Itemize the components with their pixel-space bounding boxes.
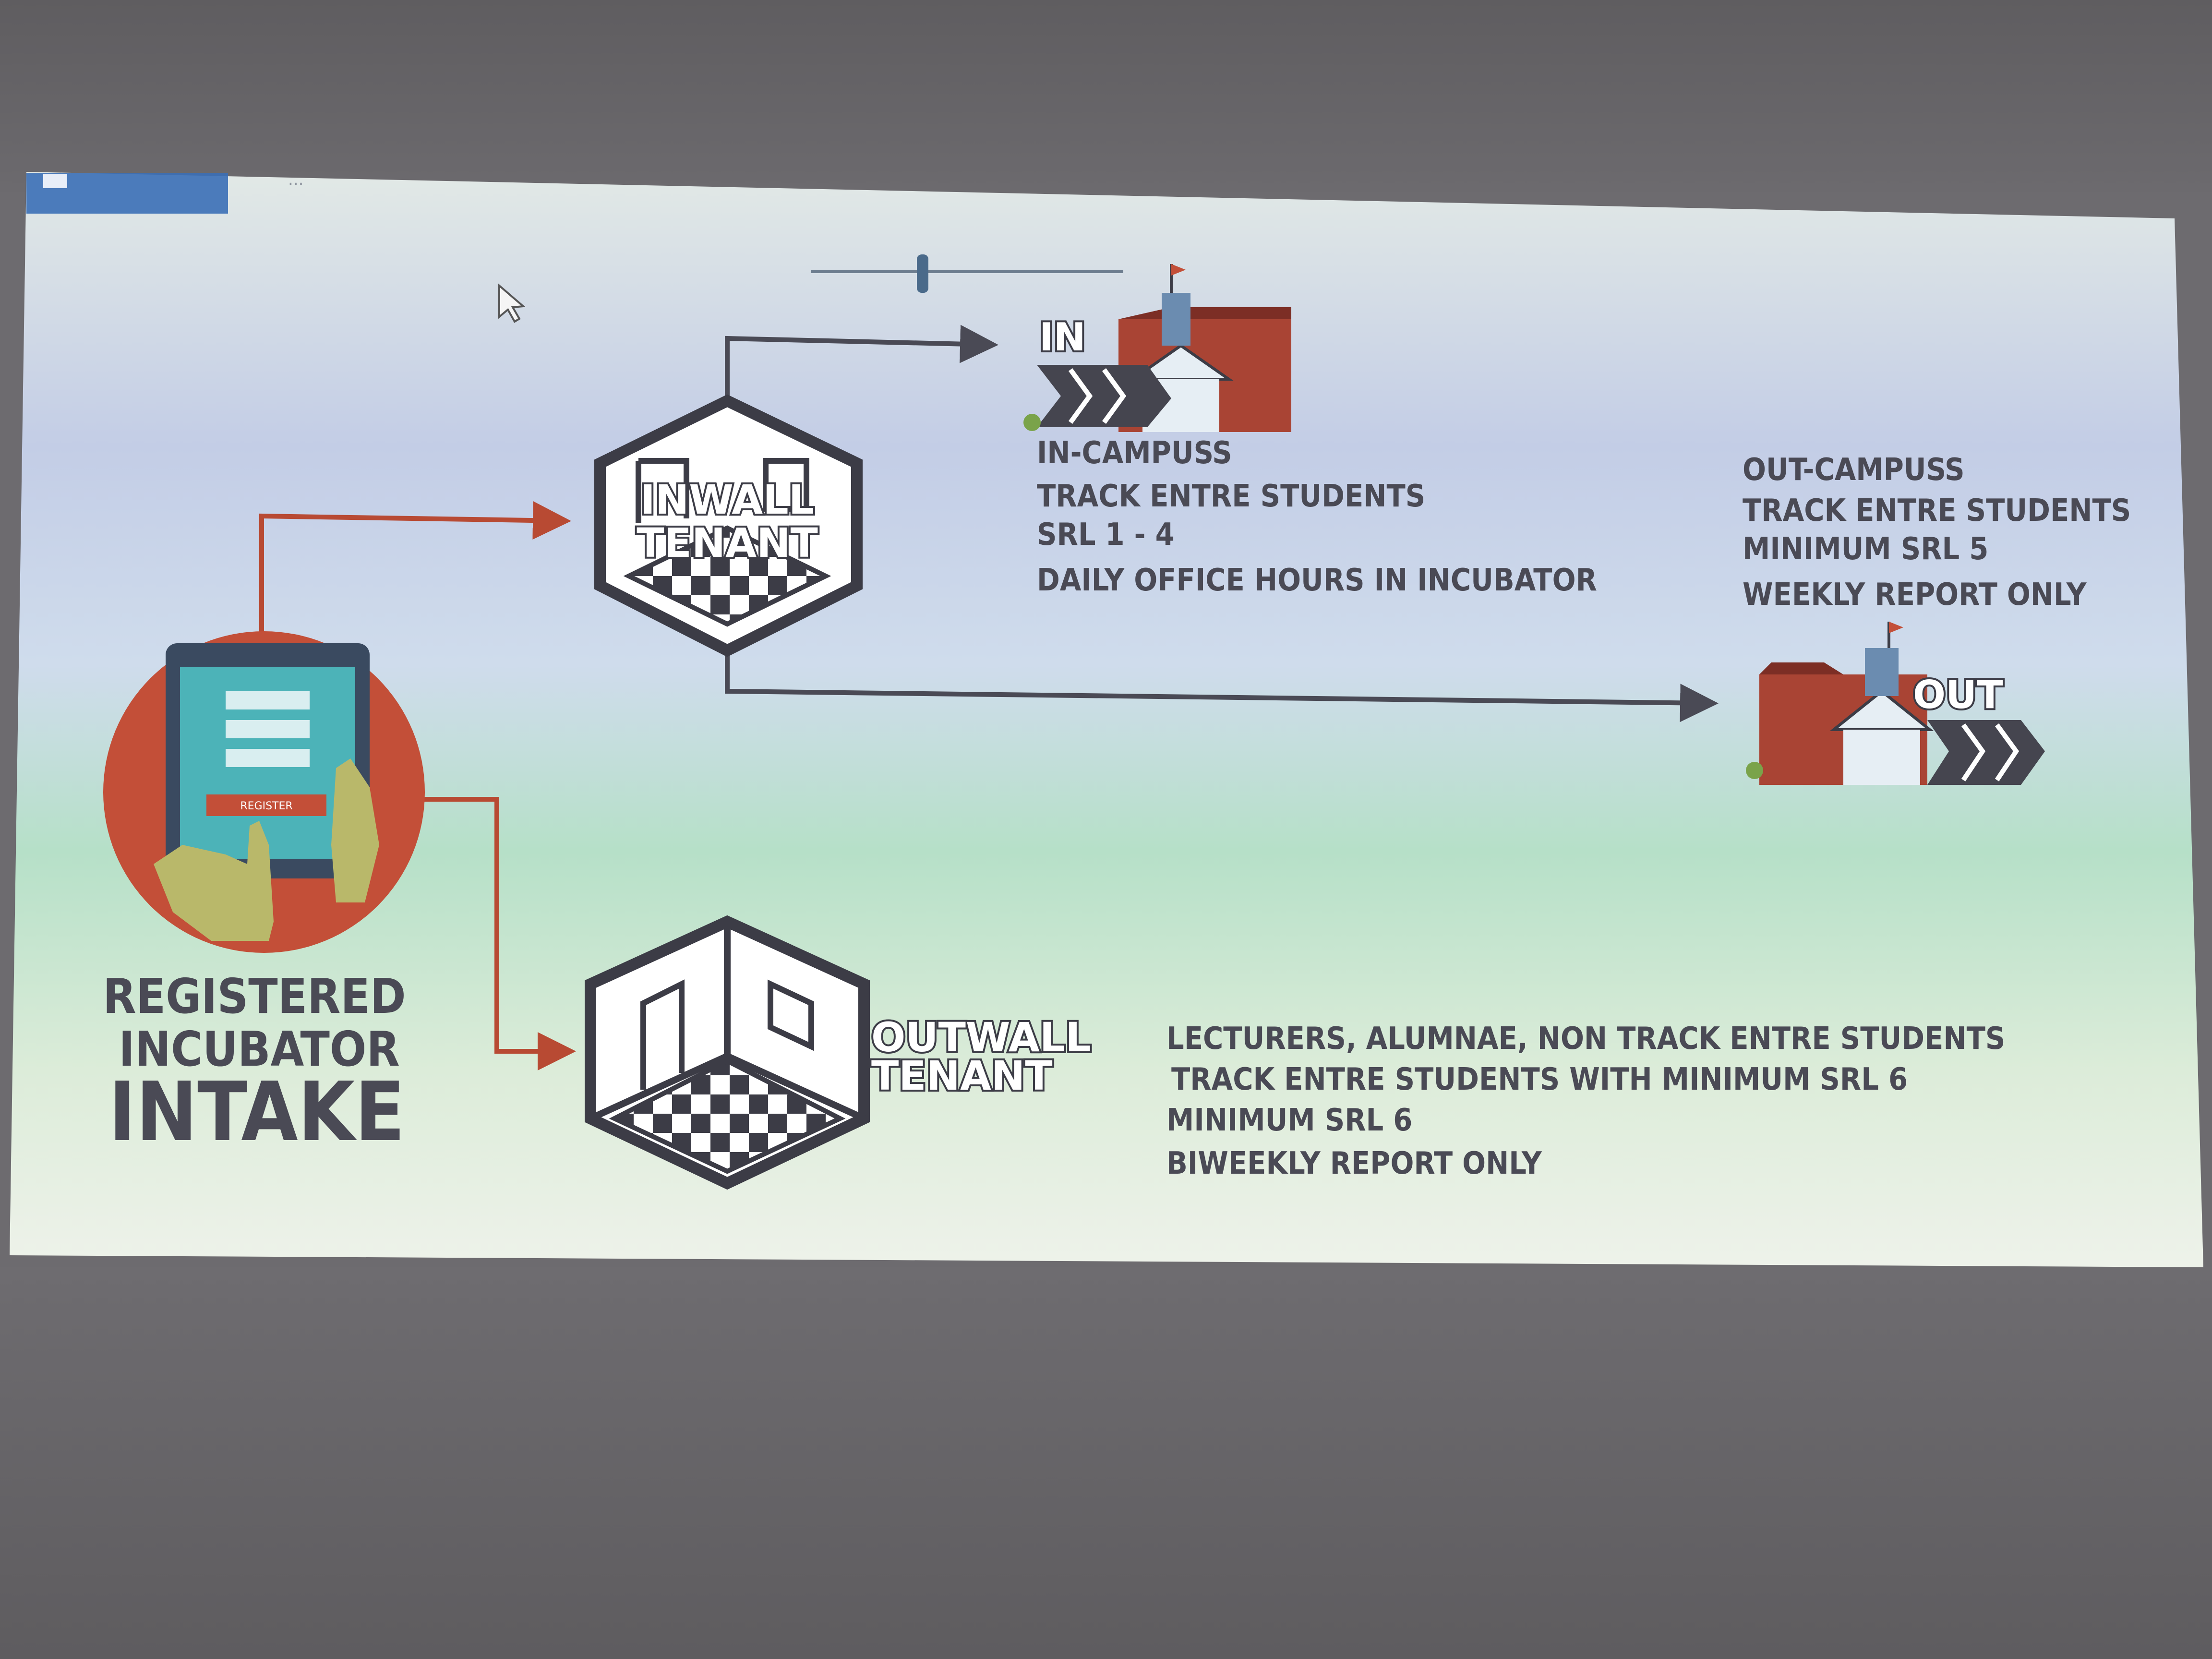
- inwall-floor-checker: [623, 525, 831, 627]
- in-building-flag-icon: [1171, 264, 1186, 276]
- arrow-intake-to-outwall: [420, 797, 576, 1070]
- out-building-flag-icon: [1889, 622, 1903, 633]
- out-building-roof: [1759, 662, 1843, 674]
- inwall-label-line2: TENANT: [637, 519, 818, 566]
- in-campus-line1: TRACK ENTRE STUDENTS: [1037, 479, 1425, 514]
- outwall-label-line2: TENANT: [871, 1052, 1053, 1099]
- mouse-pointer-icon: [498, 283, 526, 323]
- in-chevron-stripes-2: [1102, 368, 1127, 424]
- outwall-info-line1: LECTURERS, ALUMNAE, NON TRACK ENTRE STUD…: [1166, 1021, 2005, 1057]
- out-campus-line1: TRACK ENTRE STUDENTS: [1743, 493, 2131, 529]
- form-field-2: [226, 720, 310, 738]
- tablet-register-button-label: REGISTER: [240, 800, 292, 812]
- in-campus-building-icon: [1023, 264, 1291, 432]
- outwall-door-icon: [640, 979, 685, 1090]
- toolbar-menu-label[interactable]: ...: [288, 170, 303, 189]
- outwall-cube-inner-corner: [589, 922, 866, 1122]
- out-bush-icon: [1746, 762, 1763, 779]
- out-chevron-arrow-icon: [1927, 720, 2045, 785]
- out-campus-line3: WEEKLY REPORT ONLY: [1743, 577, 2087, 613]
- inwall-tenant-icon: [594, 394, 863, 657]
- out-chevron-stripes: [1961, 723, 1986, 781]
- room-wall-bottom: [0, 1267, 2212, 1659]
- inwall-door-icon: [636, 458, 689, 523]
- in-building-tower: [1162, 293, 1190, 346]
- intake-label-line3: INTAKE: [108, 1065, 405, 1160]
- zoom-slider-track[interactable]: [811, 270, 1123, 273]
- inwall-label-line1: INWALL: [640, 476, 815, 523]
- in-campus-title: IN-CAMPUSS: [1037, 435, 1232, 471]
- window-toolbar: ...: [26, 170, 1123, 323]
- out-building-portico-base: [1843, 730, 1920, 785]
- form-field-3: [226, 749, 310, 767]
- zoom-slider-thumb[interactable]: [917, 254, 928, 293]
- in-campus-line3: DAILY OFFICE HOURS IN INCUBATOR: [1037, 563, 1597, 598]
- out-sign-label: OUT: [1913, 673, 2003, 717]
- in-sign-label: IN: [1039, 315, 1086, 360]
- in-chevron-arrow-icon: [1037, 365, 1171, 427]
- out-chevron-stripes-2: [1995, 723, 2020, 781]
- outwall-info-line4: BIWEEKLY REPORT ONLY: [1166, 1146, 1542, 1181]
- room-wall-top: [0, 0, 2212, 192]
- toolbar-tab-icon: [43, 174, 67, 188]
- out-campus-building-icon: [1746, 622, 2045, 785]
- outwall-tenant-icon: [585, 915, 870, 1190]
- outwall-info-line3: MINIMUM SRL 6: [1166, 1103, 1412, 1138]
- out-campus-title: OUT-CAMPUSS: [1743, 452, 1965, 488]
- hand-left-icon: [154, 821, 274, 941]
- outwall-floor-checker: [609, 1058, 846, 1174]
- registration-tablet-icon: REGISTER: [103, 631, 425, 953]
- out-building-tower: [1865, 648, 1899, 696]
- hand-right-icon: [331, 758, 379, 902]
- slide-background: [10, 172, 2203, 1267]
- arrow-intake-to-inwall: [259, 501, 571, 643]
- form-field-1: [226, 691, 310, 709]
- in-chevron-stripes: [1068, 368, 1093, 424]
- in-campus-line2: SRL 1 - 4: [1037, 517, 1175, 553]
- intake-label-line2: INCUBATOR: [119, 1021, 399, 1077]
- intake-label-line1: REGISTERED: [103, 968, 406, 1024]
- outwall-info-line2: TRACK ENTRE STUDENTS WITH MINIMUM SRL 6: [1171, 1062, 1908, 1097]
- in-bush-icon: [1023, 414, 1041, 431]
- out-campus-line2: MINIMUM SRL 5: [1743, 531, 1988, 567]
- tablet-register-button: [206, 794, 326, 816]
- outwall-label-line1: OUTWALL: [871, 1014, 1091, 1061]
- outwall-window-icon: [768, 979, 814, 1051]
- inwall-window-icon: [763, 458, 809, 512]
